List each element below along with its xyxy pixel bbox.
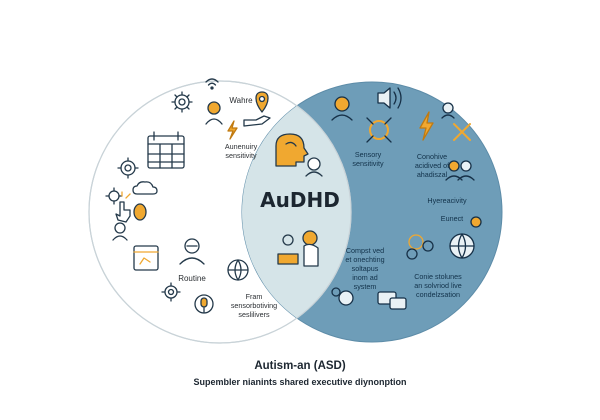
person-icon bbox=[441, 102, 455, 119]
label-conie: Conie stolunes an solvriod live condelzs… bbox=[414, 272, 462, 299]
person-icon bbox=[305, 157, 323, 177]
label-conohive: Conohive acidived of ahadiszal bbox=[414, 152, 450, 179]
head-profile-icon bbox=[275, 133, 309, 167]
label-wahre: Wahre bbox=[229, 96, 253, 105]
gear-icon bbox=[117, 157, 139, 179]
tools-icon bbox=[453, 123, 471, 141]
person-laptop-icon bbox=[277, 230, 319, 267]
hand-icon bbox=[243, 115, 271, 127]
person-icon bbox=[179, 238, 205, 265]
lightning-icon bbox=[227, 120, 238, 140]
label-hyperactivity: Hyereacivity bbox=[427, 196, 467, 205]
center-label: AuDHD bbox=[260, 188, 340, 212]
gear-icon bbox=[161, 282, 181, 302]
location-pin-icon bbox=[255, 91, 269, 113]
person-icon bbox=[205, 101, 223, 125]
label-sensory-sensitivity: Sensory sensitivity bbox=[352, 150, 384, 168]
calendar-icon bbox=[133, 245, 159, 271]
speaker-icon bbox=[377, 87, 402, 109]
overlap-region bbox=[242, 82, 351, 342]
gear-icon bbox=[105, 187, 123, 205]
brain-icon bbox=[133, 203, 147, 221]
arrows-icon bbox=[366, 117, 392, 143]
globe-icon bbox=[227, 259, 249, 281]
caption-subtitle: Supembler nianints shared executive diyn… bbox=[193, 377, 407, 387]
label-eunect: Eunect bbox=[440, 214, 464, 223]
wifi-icon bbox=[205, 78, 219, 90]
caption-title: Autism-an (ASD) bbox=[254, 360, 346, 372]
person-icon bbox=[470, 216, 482, 228]
lightning-icon bbox=[419, 111, 434, 141]
globe-icon bbox=[449, 233, 475, 259]
label-compst: Compst ved et onechting soltapus inom ad… bbox=[345, 246, 385, 291]
person-icon bbox=[331, 96, 353, 121]
label-fram: Fram sensorbotiving seslilivers bbox=[230, 292, 278, 319]
chat-icon bbox=[377, 291, 407, 310]
label-sensitivity: Aunenuiry sensitivity bbox=[224, 142, 258, 160]
hand-pointer-icon bbox=[115, 191, 131, 223]
label-routine: Routine bbox=[178, 274, 206, 283]
person-icon bbox=[112, 222, 128, 241]
cloud-icon bbox=[132, 181, 158, 195]
gear-icon bbox=[171, 91, 193, 113]
person-icon bbox=[445, 160, 475, 181]
person-icon bbox=[331, 287, 354, 306]
microphone-icon bbox=[194, 294, 214, 314]
calendar-icon bbox=[147, 131, 185, 169]
gear-icon bbox=[406, 234, 434, 260]
